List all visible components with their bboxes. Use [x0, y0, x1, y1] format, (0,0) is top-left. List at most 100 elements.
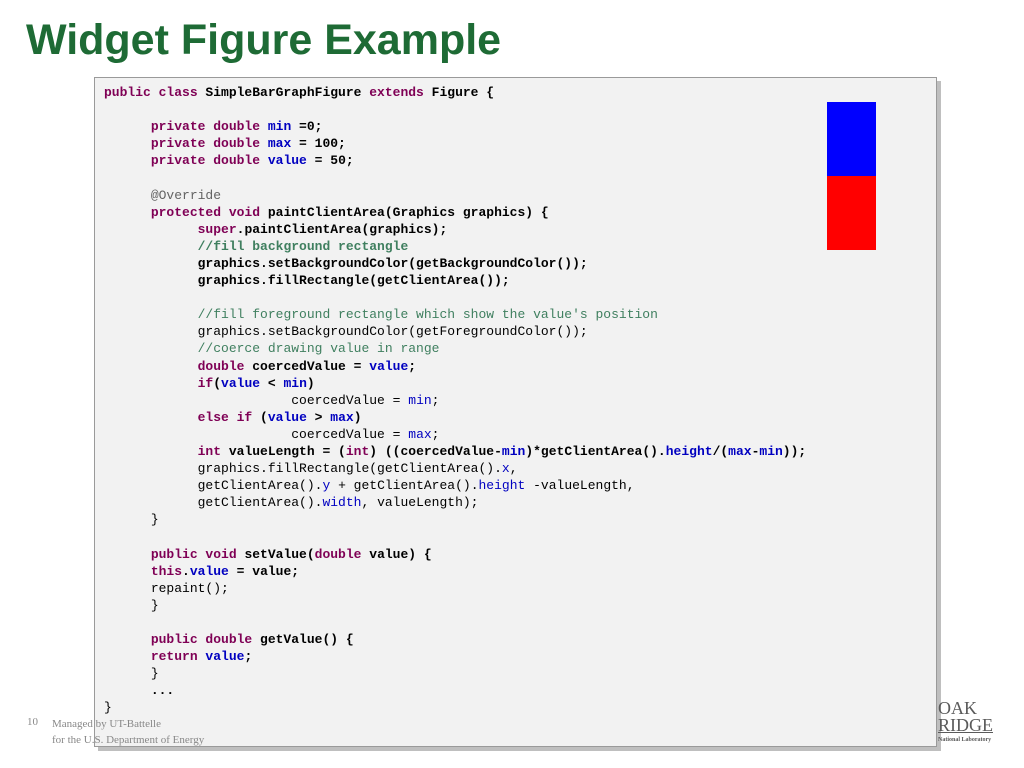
code-token: repaint();	[150, 580, 229, 596]
code-token: SimpleBarGraphFigure	[205, 85, 370, 100]
code-token	[104, 222, 198, 237]
code-line: if(value < min)	[104, 375, 806, 392]
code-line: coercedValue = min;	[104, 392, 806, 409]
code-token: extends	[369, 85, 432, 100]
code-line: graphics.setBackgroundColor(getForegroun…	[104, 323, 806, 340]
bar-graph-figure-preview	[827, 102, 876, 250]
code-line: protected void paintClientArea(Graphics …	[104, 204, 806, 221]
code-line: return value;	[104, 648, 806, 665]
code-token: //fill background rectangle	[197, 238, 409, 254]
code-line: repaint();	[104, 580, 806, 597]
code-line: }	[104, 699, 806, 716]
code-token	[104, 341, 198, 356]
code-token: //coerce drawing value in range	[197, 341, 440, 357]
code-line: //fill background rectangle	[104, 238, 806, 255]
code-line: graphics.setBackgroundColor(getBackgroun…	[104, 255, 806, 272]
code-token: )	[306, 375, 315, 391]
code-token: super	[197, 221, 237, 237]
code-line	[104, 528, 806, 545]
code-token: y	[322, 478, 331, 494]
logo-line-3: National Laboratory	[938, 737, 992, 743]
code-token: min	[408, 392, 432, 408]
code-token: }	[150, 666, 159, 682]
code-token: public class	[104, 85, 206, 100]
code-token: , valueLength);	[361, 495, 479, 511]
code-token: ));	[782, 443, 807, 459]
code-line: private double value = 50;	[104, 152, 806, 169]
code-token	[104, 324, 198, 339]
footer-text: Managed by UT-Battelle for the U.S. Depa…	[52, 716, 204, 748]
code-token: setValue(	[244, 546, 315, 562]
code-token: value	[189, 563, 229, 579]
code-line: @Override	[104, 187, 806, 204]
code-line: public class SimpleBarGraphFigure extend…	[104, 84, 806, 101]
code-token: height	[665, 443, 713, 459]
code-token	[104, 376, 198, 391]
code-token: max	[330, 409, 354, 425]
code-token: //fill foreground rectangle which show t…	[197, 307, 658, 323]
code-token: .	[182, 563, 190, 579]
code-line: }	[104, 665, 806, 682]
code-token: protected void	[150, 204, 268, 220]
code-token	[104, 359, 198, 374]
code-token: int	[197, 443, 229, 459]
code-token	[104, 427, 291, 442]
code-token: >	[306, 409, 331, 425]
code-token: = 50;	[306, 153, 354, 169]
code-token: width	[322, 495, 362, 511]
code-token: Figure {	[431, 85, 495, 100]
footer-line-1: Managed by UT-Battelle	[52, 718, 161, 730]
code-token: value	[267, 153, 307, 169]
code-token: min	[267, 119, 292, 135]
code-line: }	[104, 597, 806, 614]
code-line: //fill foreground rectangle which show t…	[104, 306, 806, 323]
logo-line-1: OAK	[938, 698, 977, 718]
code-token: =0;	[291, 119, 323, 135]
code-line: graphics.fillRectangle(getClientArea().x…	[104, 460, 806, 477]
code-token: ;	[431, 392, 440, 408]
code-line	[104, 101, 806, 118]
code-token	[104, 153, 151, 168]
code-token	[104, 512, 151, 527]
code-token: paintClientArea(Graphics graphics) {	[267, 204, 549, 220]
code-token	[104, 205, 151, 220]
code-token: if	[197, 375, 214, 391]
code-token	[104, 632, 151, 647]
code-token: <	[260, 375, 284, 391]
code-line: coercedValue = max;	[104, 426, 806, 443]
code-line: super.paintClientArea(graphics);	[104, 221, 806, 238]
code-token	[104, 547, 151, 562]
code-token	[104, 239, 198, 254]
code-token: }	[150, 597, 159, 613]
code-token: value	[369, 358, 409, 374]
code-token: x	[501, 461, 510, 477]
code-token: value) {	[369, 546, 432, 562]
code-line	[104, 614, 806, 631]
code-token: /(	[712, 443, 729, 459]
code-line	[104, 169, 806, 186]
code-token	[104, 444, 198, 459]
code-token: getClientArea().	[197, 495, 323, 511]
page-number: 10	[27, 716, 38, 728]
code-token: = value;	[228, 563, 300, 579]
code-token	[104, 478, 198, 493]
code-token	[104, 393, 291, 408]
code-token	[104, 581, 151, 596]
code-line: public double getValue() {	[104, 631, 806, 648]
code-line: }	[104, 511, 806, 528]
code-line: getClientArea().y + getClientArea().heig…	[104, 477, 806, 494]
code-token: return	[150, 649, 206, 665]
code-token: public double	[150, 632, 261, 647]
footer-line-2: for the U.S. Department of Energy	[52, 734, 205, 746]
code-token: -valueLength,	[525, 478, 635, 494]
code-line: //coerce drawing value in range	[104, 340, 806, 357]
code-token: this	[150, 563, 183, 579]
code-token: value	[205, 649, 245, 665]
code-token: value	[267, 409, 307, 425]
code-token: = 100;	[291, 136, 346, 152]
code-line: getClientArea().width, valueLength);	[104, 494, 806, 511]
code-token	[104, 188, 151, 203]
code-token: min	[759, 443, 783, 459]
code-token: + getClientArea().	[330, 478, 479, 494]
code-token: graphics.fillRectangle(getClientArea());	[197, 273, 510, 289]
